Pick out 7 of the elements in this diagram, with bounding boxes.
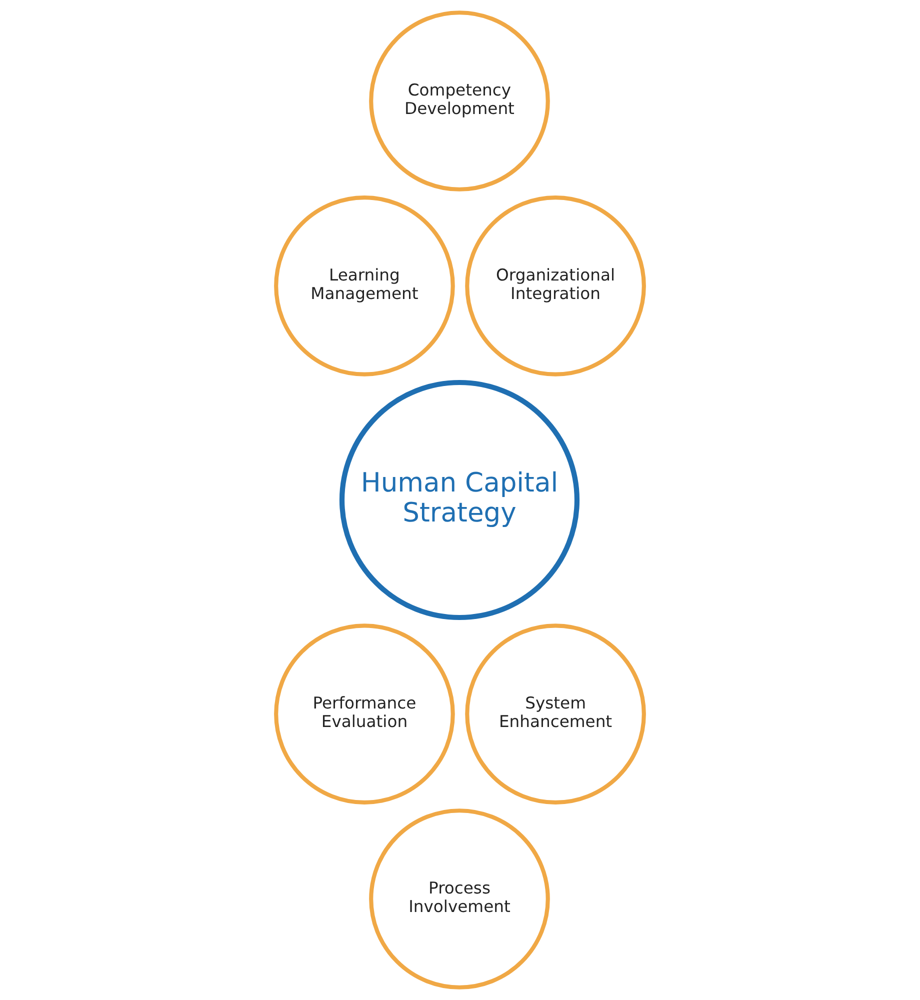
node-circle: Process Involvement <box>369 808 550 990</box>
node-circle: Performance Evaluation <box>274 624 455 804</box>
node-circle: Learning Management <box>274 196 455 376</box>
node-circle: System Enhancement <box>465 624 646 804</box>
node-circle: Human Capital Strategy <box>339 380 580 620</box>
node-circle: Competency Development <box>369 10 550 192</box>
node-circle: Organizational Integration <box>465 196 646 376</box>
